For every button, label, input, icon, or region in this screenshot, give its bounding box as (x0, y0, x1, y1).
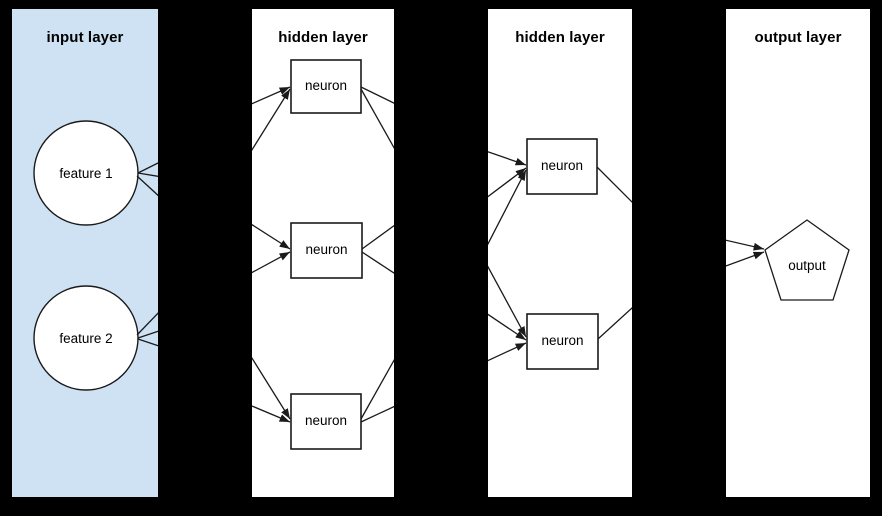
edges-out-of-hidden1 (360, 86, 394, 423)
edges-into-hidden2-neuron-1 (488, 151, 527, 246)
hidden-layer-2-graphics (488, 138, 632, 370)
layer-title-hidden-2: hidden layer (515, 29, 605, 46)
input-layer-graphics (33, 120, 158, 391)
node-label-feature-1: feature 1 (59, 166, 113, 181)
layer-title-input: input layer (46, 29, 124, 46)
edges-out-of-hidden2 (596, 166, 632, 340)
edges-into-hidden2-neuron-2 (488, 265, 527, 362)
layer-panel-output: output layer output (726, 9, 870, 497)
output-layer-graphics (726, 219, 850, 301)
edges-into-hidden1-neuron-1 (252, 86, 291, 152)
node-label-hidden2-neuron-1: neuron (540, 158, 584, 173)
node-label-output: output (788, 258, 826, 273)
node-label-hidden1-neuron-3: neuron (304, 413, 348, 428)
node-label-hidden1-neuron-1: neuron (304, 78, 348, 93)
layer-title-output: output layer (754, 29, 842, 46)
node-label-hidden1-neuron-2: neuron (305, 242, 348, 257)
edges-into-hidden1-neuron-2 (252, 223, 291, 274)
layer-title-hidden-1: hidden layer (278, 29, 368, 46)
node-label-hidden2-neuron-2: neuron (541, 333, 584, 348)
edges-into-hidden1-neuron-3 (252, 356, 291, 423)
node-label-feature-2: feature 2 (59, 331, 113, 346)
layer-panel-hidden-2: hidden layer (488, 9, 632, 497)
layer-panel-input: input layer feature 1 feature 2 (12, 9, 158, 497)
layer-panel-hidden-1: hidden layer (252, 9, 394, 497)
edges-into-output (726, 239, 765, 267)
